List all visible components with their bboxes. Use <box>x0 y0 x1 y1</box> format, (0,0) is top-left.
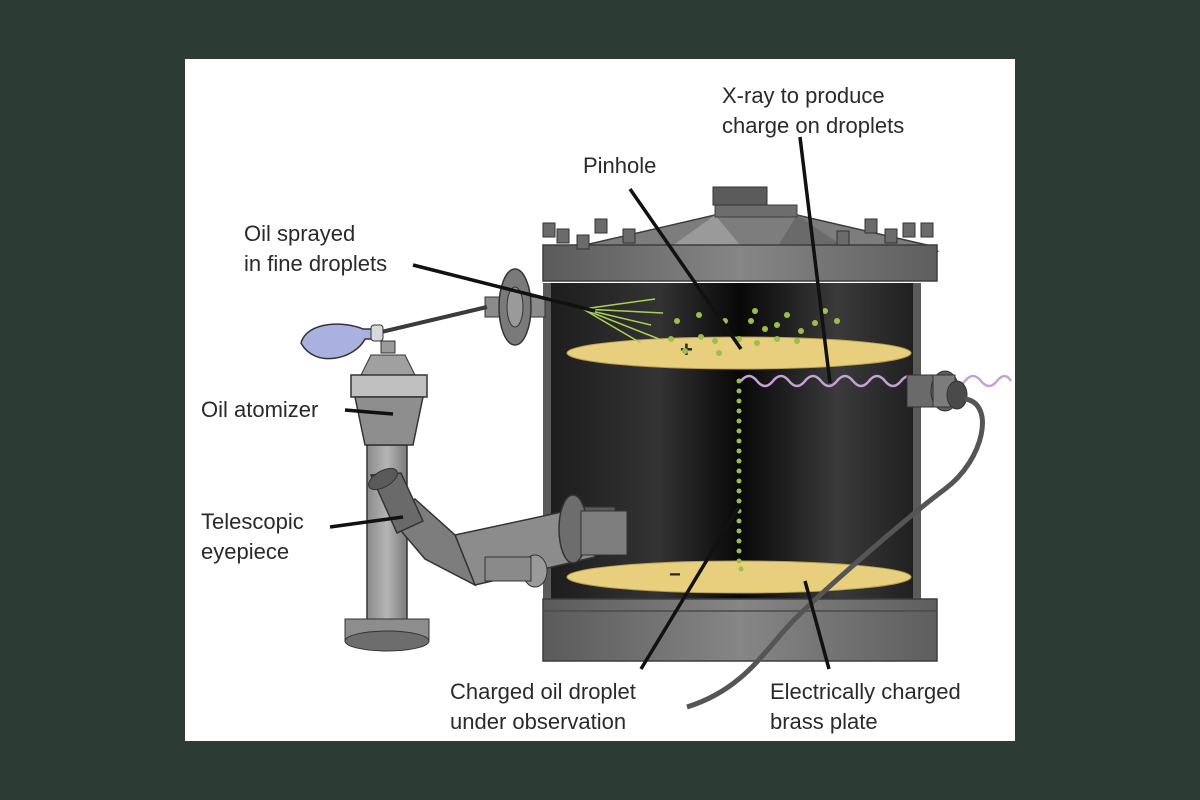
diagram-canvas: + − <box>185 59 1015 741</box>
telescope <box>368 467 628 588</box>
minus-sign: − <box>669 564 681 586</box>
pinhole-leader <box>628 188 743 350</box>
label-oil-atomizer: Oil atomizer <box>201 397 319 422</box>
leader-lines <box>329 136 832 670</box>
xray-leader <box>798 136 832 384</box>
right-rail <box>913 283 921 613</box>
xray-cable <box>686 396 985 710</box>
charged-droplet-leader <box>639 506 741 670</box>
chamber-lid <box>542 186 940 282</box>
label-oil-sprayed: Oil sprayed in fine droplets <box>244 221 388 276</box>
millikan-apparatus-illustration: + − <box>300 136 1013 710</box>
chamber-base <box>542 598 938 662</box>
oil-atomizer-leader <box>344 408 394 416</box>
droplets-top <box>668 308 840 356</box>
atomizer <box>300 305 488 652</box>
top-flange <box>542 244 938 282</box>
telescopic-leader <box>329 515 404 529</box>
chamber: + − <box>542 186 1013 662</box>
oil-sprayed-leader <box>412 263 596 313</box>
label-pinhole: Pinhole <box>583 153 657 178</box>
label-charged-oil-droplet: Charged oil droplet under observation <box>450 679 636 734</box>
label-telescopic-eyepiece: Telescopic eyepiece <box>201 509 304 564</box>
lower-brass-plate <box>566 560 912 594</box>
label-xray: X-ray to produce charge on droplets <box>722 83 905 138</box>
label-brass-plate: Electrically charged brass plate <box>770 679 961 734</box>
xray-tube <box>686 370 985 710</box>
xray-wave <box>740 374 1013 388</box>
brass-plate-leader <box>803 580 831 670</box>
atomizer-bulb <box>300 323 376 360</box>
left-rail <box>543 283 551 613</box>
